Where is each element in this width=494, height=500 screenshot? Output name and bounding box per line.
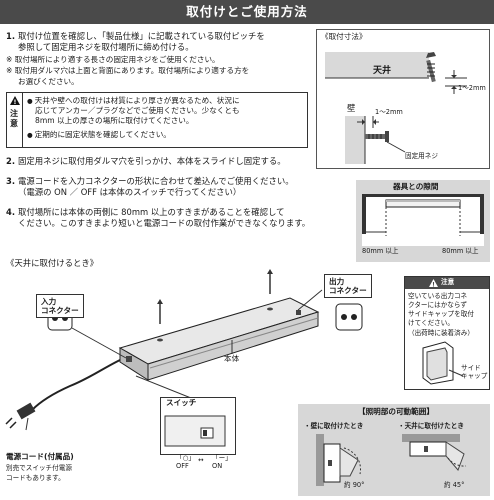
step2-number: 2.	[6, 156, 16, 166]
movable-range-diagram	[316, 434, 467, 486]
caution-box: ! 注意 天井や壁への取付けは材質により厚さが異なるため、状況に 応じてアンカー…	[6, 92, 308, 148]
page-title: 取付けとご使用方法	[0, 0, 494, 24]
switch-inset	[160, 397, 236, 455]
dimensions-title: 《取付寸法》	[321, 32, 367, 41]
caution-side: ! 注意	[7, 93, 23, 147]
warning-icon: !	[429, 279, 438, 287]
ceiling-angle-label: 約 45°	[444, 481, 465, 489]
fixture-diagram	[5, 269, 363, 431]
clearance-left: 80mm 以上	[362, 247, 399, 255]
caution-item1-line3: 8mm 以上の厚さの場所に取付けてください。	[35, 116, 194, 125]
power-cord-note1: 別売でスイッチ付電源	[6, 464, 72, 472]
svg-text:!: !	[432, 281, 435, 287]
side-cap-label: サイド キャップ	[461, 364, 488, 380]
input-connector-label: 入力 コネクター	[36, 294, 84, 319]
ceiling-label: 天井	[373, 66, 392, 76]
step3-text-line1: 電源コードを入力コネクターの形状に合わせて差込んでご使用ください。	[18, 176, 294, 186]
side-cap-caution-line1: 空いている出力コネ	[408, 292, 468, 300]
side-cap-caution-line3: サイドキャップを取付	[408, 310, 474, 318]
step1-text-line1: 取付け位置を確認し、「製品仕様」に記載されている取付ピッチを	[18, 31, 265, 41]
step3-text-line2: （電源の ON ／ OFF は本体のスイッチで行ってください）	[18, 187, 242, 197]
step1-number: 1.	[6, 31, 16, 41]
power-cord-note2: コードもあります。	[6, 474, 65, 482]
warning-icon: !	[10, 96, 20, 105]
caution-item2: 定期的に固定状態を確認してください。	[27, 130, 171, 140]
step4-text-line2: ください。このすきまより短いと電源コードの取付作業ができなくなります。	[18, 218, 311, 228]
mounting-dimensions-diagram	[325, 52, 467, 164]
switch-arrow: ↔	[198, 456, 204, 464]
movable-ceiling-label: ・天井に取付けたとき	[398, 422, 464, 430]
clearance-panel: 器具との隙間 80mm 以上 80mm 以上	[356, 180, 490, 262]
clearance-diagram	[362, 194, 484, 246]
svg-text:!: !	[14, 98, 17, 105]
clearance-title: 器具との隙間	[393, 182, 439, 191]
switch-diagram	[164, 415, 226, 447]
output-connector-label: 出力 コネクター	[324, 274, 372, 299]
side-cap-diagram	[422, 341, 464, 385]
side-cap-caution-header	[405, 277, 489, 289]
step4-number: 4.	[6, 207, 16, 217]
wall-angle-label: 約 90°	[344, 481, 365, 489]
wall-label: 壁	[347, 103, 356, 113]
side-cap-caution-line4: けてください。	[408, 319, 454, 327]
step2-text: 固定用ネジに取付用ダルマ穴を引っかけ、本体をスライドし固定する。	[18, 156, 286, 166]
side-cap-caution-box: ! 注意 空いている出力コネ クターにはかならず サイドキャップを取付 けてくだ…	[404, 276, 490, 390]
movable-range-title: 【照明部の可動範囲】	[358, 407, 434, 416]
mounting-dimensions-panel: 《取付寸法》 天井	[316, 29, 490, 169]
clearance-right: 80mm 以上	[442, 247, 479, 255]
caution-item1-line1: 天井や壁への取付けは材質により厚さが異なるため、状況に	[27, 96, 240, 106]
step1-note2: ※ 取付用ダルマ穴は上面と背面にあります。取付場所により適する方を	[6, 66, 250, 75]
switch-on-label: 「ー」 ON	[212, 454, 232, 470]
side-cap-caution-line5: （出荷時に装着済み）	[408, 329, 474, 337]
switch-title: スイッチ	[166, 398, 197, 407]
step1-note3: お選びください。	[18, 77, 79, 86]
ceiling-install-title: 《天井に取付けるとき》	[6, 258, 99, 268]
side-cap-caution-title: 注意	[441, 278, 455, 286]
caution-item1-line2: 応じてアンカー／プラグなどでご使用ください。少なくとも	[35, 106, 240, 115]
movable-wall-label: ・壁に取付けたとき	[304, 422, 364, 430]
screw-label: 固定用ネジ	[405, 152, 438, 160]
switch-off-label: 「○」 OFF	[176, 454, 195, 470]
step1-text-line2: 参照して固定用ネジを取付場所に締め付ける。	[18, 42, 194, 52]
side-cap-caution-line2: クターにはかならず	[408, 301, 467, 309]
horizontal-gap-label: 1～2mm	[375, 108, 403, 116]
power-cord-label: 電源コード(付属品)	[6, 452, 74, 461]
vertical-gap-label: 1～2mm	[458, 84, 486, 92]
step1-note1: ※ 取付場所により適する長さの固定用ネジをご使用ください。	[6, 55, 220, 64]
movable-range-panel: 【照明部の可動範囲】 ・壁に取付けたとき ・天井に取付けたとき 約 90° 約 …	[298, 404, 490, 496]
caution-label: 注意	[10, 109, 18, 128]
body-label: 本体	[224, 354, 240, 363]
step4-text-line1: 取付場所には本体の両側に 80mm 以上のすきまがあることを確認して	[18, 207, 285, 217]
step3-number: 3.	[6, 176, 16, 186]
